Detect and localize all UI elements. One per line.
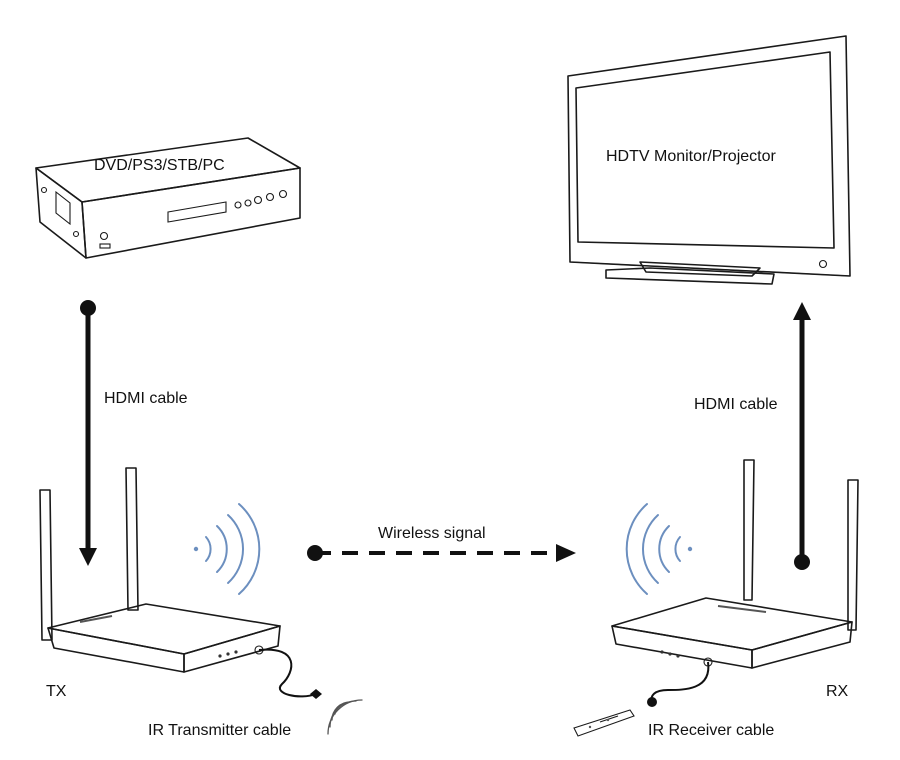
tx-label: TX — [46, 683, 67, 700]
ir-transmitter-cable-label: IR Transmitter cable — [148, 722, 291, 739]
wireless-signal-label: Wireless signal — [378, 525, 486, 542]
rx-label: RX — [826, 683, 849, 700]
receiver-router-icon — [611, 459, 859, 707]
ir-receiver-cable-label: IR Receiver cable — [648, 722, 774, 739]
tx-signal-waves-icon — [193, 503, 261, 595]
monitor-icon — [567, 35, 851, 285]
hdmi-cable-left-label: HDMI cable — [104, 390, 188, 407]
hdmi-cable-right-arrow — [793, 302, 811, 570]
dvd-player-icon — [35, 137, 301, 259]
source-device-label: DVD/PS3/STB/PC — [94, 157, 225, 174]
remote-control-icon — [573, 709, 635, 737]
display-device-label: HDTV Monitor/Projector — [606, 148, 776, 165]
hdmi-cable-left-arrow — [79, 300, 97, 566]
transmitter-router-icon — [39, 467, 322, 699]
rx-signal-waves-icon — [625, 503, 693, 595]
wireless-signal-arrow — [307, 544, 576, 562]
hdmi-cable-right-label: HDMI cable — [694, 396, 778, 413]
ir-emitter-waves-icon — [327, 699, 363, 735]
